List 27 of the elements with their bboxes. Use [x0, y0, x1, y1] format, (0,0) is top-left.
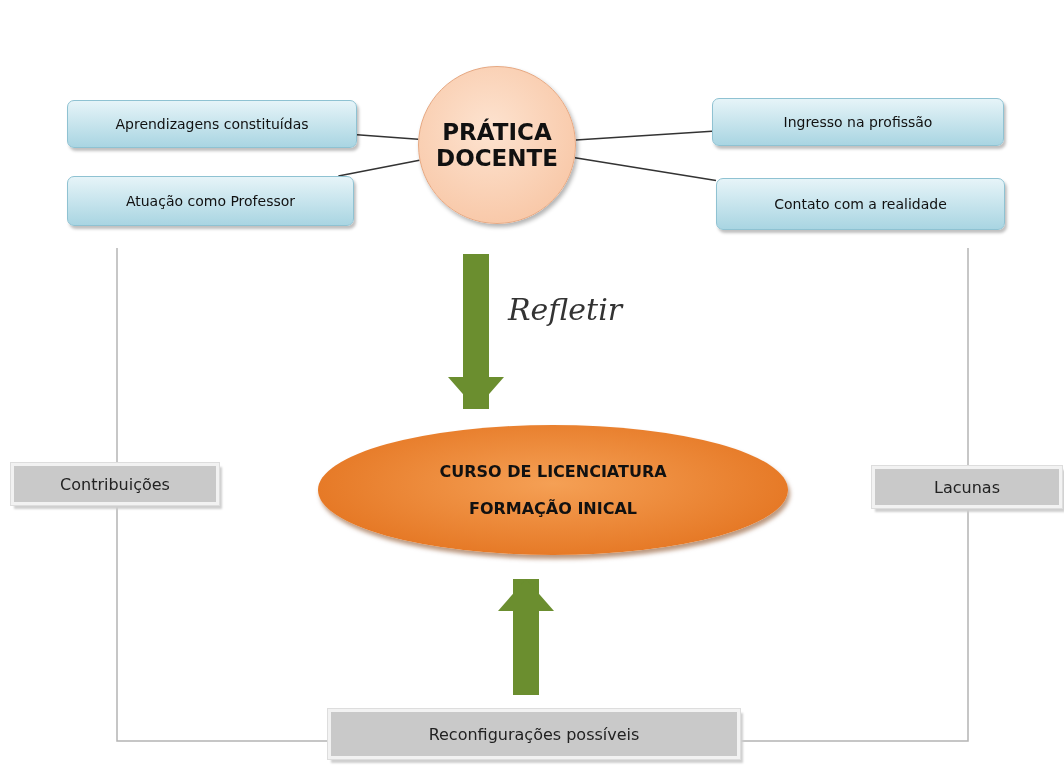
connector-line	[116, 504, 329, 742]
topic-box	[67, 100, 357, 148]
node-text: Ingresso na profissão	[783, 114, 933, 130]
node-text: CURSO DE LICENCIATURA	[439, 462, 667, 481]
topic-box	[716, 178, 1005, 230]
node-text: Atuação como Professor	[125, 193, 296, 209]
node-text: Lacunas	[934, 477, 1000, 497]
connector-line	[356, 133, 419, 140]
block-arrow	[498, 579, 554, 695]
node-text: Aprendizagens constituídas	[115, 116, 309, 132]
topic-box	[67, 176, 354, 226]
node-text: Contato com a realidade	[774, 196, 947, 212]
node-text: FORMAÇÃO INICAL	[468, 499, 638, 518]
aspect-box	[11, 463, 219, 505]
connector-line	[574, 156, 717, 182]
connector-line	[739, 507, 969, 742]
block-arrow	[448, 254, 504, 409]
connector-line	[967, 247, 969, 467]
aspect-box	[872, 466, 1062, 508]
topic-box	[712, 98, 1004, 146]
aspect-box	[328, 709, 740, 759]
node-text: Contribuições	[60, 474, 170, 494]
node-text: Reconfigurações possíveis	[428, 724, 640, 744]
node-text: PRÁTICA DOCENTE	[436, 119, 558, 171]
connector-line	[116, 247, 118, 464]
connector-line	[337, 159, 421, 177]
connector-line	[575, 130, 713, 141]
